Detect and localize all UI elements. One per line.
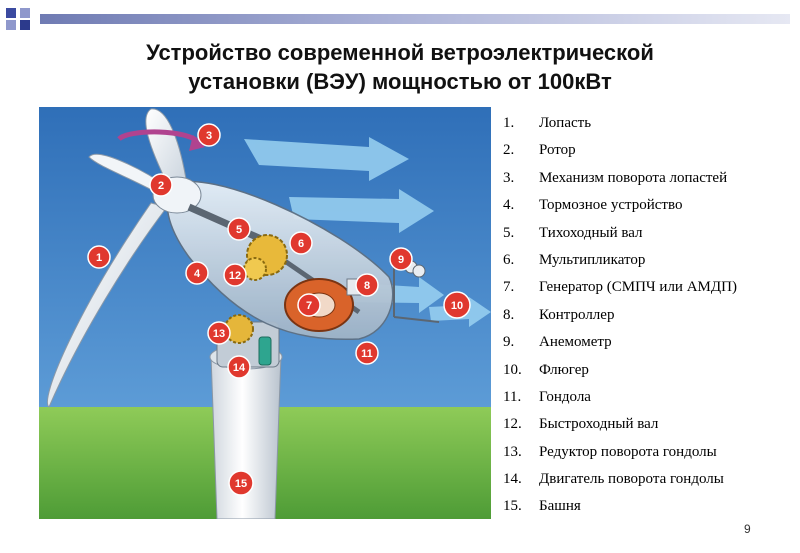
legend-item: 8. Контроллер bbox=[503, 302, 798, 329]
blade-lower-left bbox=[47, 202, 168, 408]
header-decoration bbox=[0, 8, 800, 30]
legend-label: Тормозное устройство bbox=[539, 197, 683, 214]
legend-item: 4. Тормозное устройство bbox=[503, 192, 798, 219]
legend-label: Анемометр bbox=[539, 334, 612, 351]
legend-number: 7. bbox=[503, 279, 515, 296]
pitch-rotation-arrow-head bbox=[189, 135, 205, 151]
svg-text:6: 6 bbox=[298, 238, 304, 250]
legend-item: 9. Анемометр bbox=[503, 329, 798, 356]
vane-mast bbox=[393, 316, 440, 323]
svg-text:12: 12 bbox=[229, 270, 241, 282]
marker-14: 14 bbox=[227, 355, 251, 379]
title-line-2: установки (ВЭУ) мощностью от 100кВт bbox=[188, 69, 612, 94]
legend-item: 2. Ротор bbox=[503, 137, 798, 164]
yaw-gear bbox=[224, 314, 254, 344]
legend-item: 10. Флюгер bbox=[503, 357, 798, 384]
header-gradient-band bbox=[40, 14, 790, 24]
legend-number: 5. bbox=[503, 224, 515, 241]
legend-item: 3. Механизм поворота лопастей bbox=[503, 165, 798, 192]
anemometer-cup bbox=[412, 264, 426, 278]
gearbox-gear-small bbox=[243, 257, 267, 281]
page-number: 9 bbox=[744, 522, 751, 536]
legend-label: Мультипликатор bbox=[539, 251, 646, 268]
title-line-1: Устройство современной ветроэлектрическо… bbox=[146, 40, 654, 65]
legend-number: 10. bbox=[503, 361, 522, 378]
marker-4: 4 bbox=[185, 261, 209, 285]
legend-label: Башня bbox=[539, 498, 581, 515]
legend-label: Ротор bbox=[539, 142, 576, 159]
header-square bbox=[20, 8, 30, 18]
blade-upper bbox=[145, 108, 188, 188]
legend-item: 1. Лопасть bbox=[503, 110, 798, 137]
legend-item: 5. Тихоходный вал bbox=[503, 220, 798, 247]
legend-number: 14. bbox=[503, 471, 522, 488]
marker-6: 6 bbox=[289, 231, 313, 255]
marker-7: 7 bbox=[297, 293, 321, 317]
svg-text:14: 14 bbox=[233, 362, 246, 374]
legend-item: 14. Двигатель поворота гондолы bbox=[503, 466, 798, 493]
wind-turbine-illustration: 1 2 3 4 5 6 7 8 9 10 11 12 13 14 15 bbox=[39, 107, 491, 519]
legend-label: Флюгер bbox=[539, 361, 589, 378]
slide-title: Устройство современной ветроэлектрическо… bbox=[60, 38, 740, 96]
legend-label: Лопасть bbox=[539, 115, 592, 131]
marker-8: 8 bbox=[355, 273, 379, 297]
legend-number: 11. bbox=[503, 388, 522, 405]
svg-text:8: 8 bbox=[364, 280, 370, 292]
marker-12: 12 bbox=[223, 263, 247, 287]
legend-item: 15. Башня bbox=[503, 493, 798, 520]
svg-text:5: 5 bbox=[236, 224, 242, 236]
legend-number: 13. bbox=[503, 443, 522, 460]
marker-2: 2 bbox=[149, 173, 173, 197]
legend-label: Двигатель поворота гондолы bbox=[539, 471, 724, 488]
legend-number: 3. bbox=[503, 169, 515, 186]
marker-5: 5 bbox=[227, 217, 251, 241]
legend-item: 13. Редуктор поворота гондолы bbox=[503, 439, 798, 466]
legend-number: 1. bbox=[503, 115, 515, 131]
marker-9: 9 bbox=[389, 247, 413, 271]
marker-10: 10 bbox=[443, 291, 471, 319]
marker-15: 15 bbox=[228, 470, 254, 496]
legend-number: 15. bbox=[503, 498, 522, 515]
marker-1: 1 bbox=[87, 245, 111, 269]
legend-number: 6. bbox=[503, 251, 515, 268]
legend-number: 4. bbox=[503, 197, 515, 214]
legend-label: Гондола bbox=[539, 388, 591, 405]
legend-label: Контроллер bbox=[539, 306, 615, 323]
yaw-motor bbox=[258, 336, 272, 366]
legend-number: 8. bbox=[503, 306, 515, 323]
header-square bbox=[20, 20, 30, 30]
legend-number: 9. bbox=[503, 334, 515, 351]
legend-label: Быстроходный вал bbox=[539, 416, 659, 433]
legend-number: 2. bbox=[503, 142, 515, 159]
legend-item: 7. Генератор (СМПЧ или АМДП) bbox=[503, 274, 798, 301]
svg-text:11: 11 bbox=[361, 348, 373, 360]
legend-item: 6. Мультипликатор bbox=[503, 247, 798, 274]
legend-number: 12. bbox=[503, 416, 522, 433]
svg-text:4: 4 bbox=[194, 268, 201, 280]
svg-text:3: 3 bbox=[206, 130, 212, 142]
svg-text:15: 15 bbox=[235, 478, 247, 490]
component-legend: 1. Лопасть 2. Ротор 3. Механизм поворота ло… bbox=[503, 110, 798, 521]
legend-label: Тихоходный вал bbox=[539, 224, 643, 241]
svg-text:13: 13 bbox=[213, 328, 225, 340]
marker-13: 13 bbox=[207, 321, 231, 345]
number-markers: 1 2 3 4 5 6 7 8 9 10 11 12 13 14 15 bbox=[87, 123, 471, 496]
turbine-diagram: 1 2 3 4 5 6 7 8 9 10 11 12 13 14 15 bbox=[39, 107, 491, 519]
svg-text:10: 10 bbox=[451, 300, 463, 312]
svg-text:7: 7 bbox=[306, 300, 312, 312]
svg-text:9: 9 bbox=[398, 254, 404, 266]
svg-text:2: 2 bbox=[158, 180, 164, 192]
header-square bbox=[6, 20, 16, 30]
legend-label: Редуктор поворота гондолы bbox=[539, 443, 717, 460]
legend-item: 12. Быстроходный вал bbox=[503, 411, 798, 438]
marker-3: 3 bbox=[197, 123, 221, 147]
header-square bbox=[6, 8, 16, 18]
svg-text:1: 1 bbox=[96, 252, 102, 264]
legend-label: Механизм поворота лопастей bbox=[539, 169, 728, 186]
legend-item: 11. Гондола bbox=[503, 384, 798, 411]
marker-11: 11 bbox=[355, 341, 379, 365]
legend-label: Генератор (СМПЧ или АМДП) bbox=[539, 279, 737, 296]
